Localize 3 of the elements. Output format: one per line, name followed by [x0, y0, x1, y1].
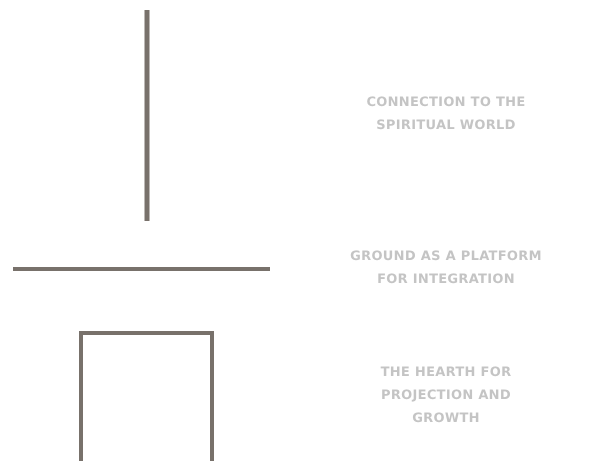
caption-text: CONNECTION TO THE SPIRITUAL WORLD	[365, 94, 527, 135]
caption-text: THE HEARTH FOR PROJECTION AND GROWTH	[380, 364, 512, 428]
caption-text: GROUND AS A PLATFORM FOR INTEGRATION	[349, 248, 543, 289]
